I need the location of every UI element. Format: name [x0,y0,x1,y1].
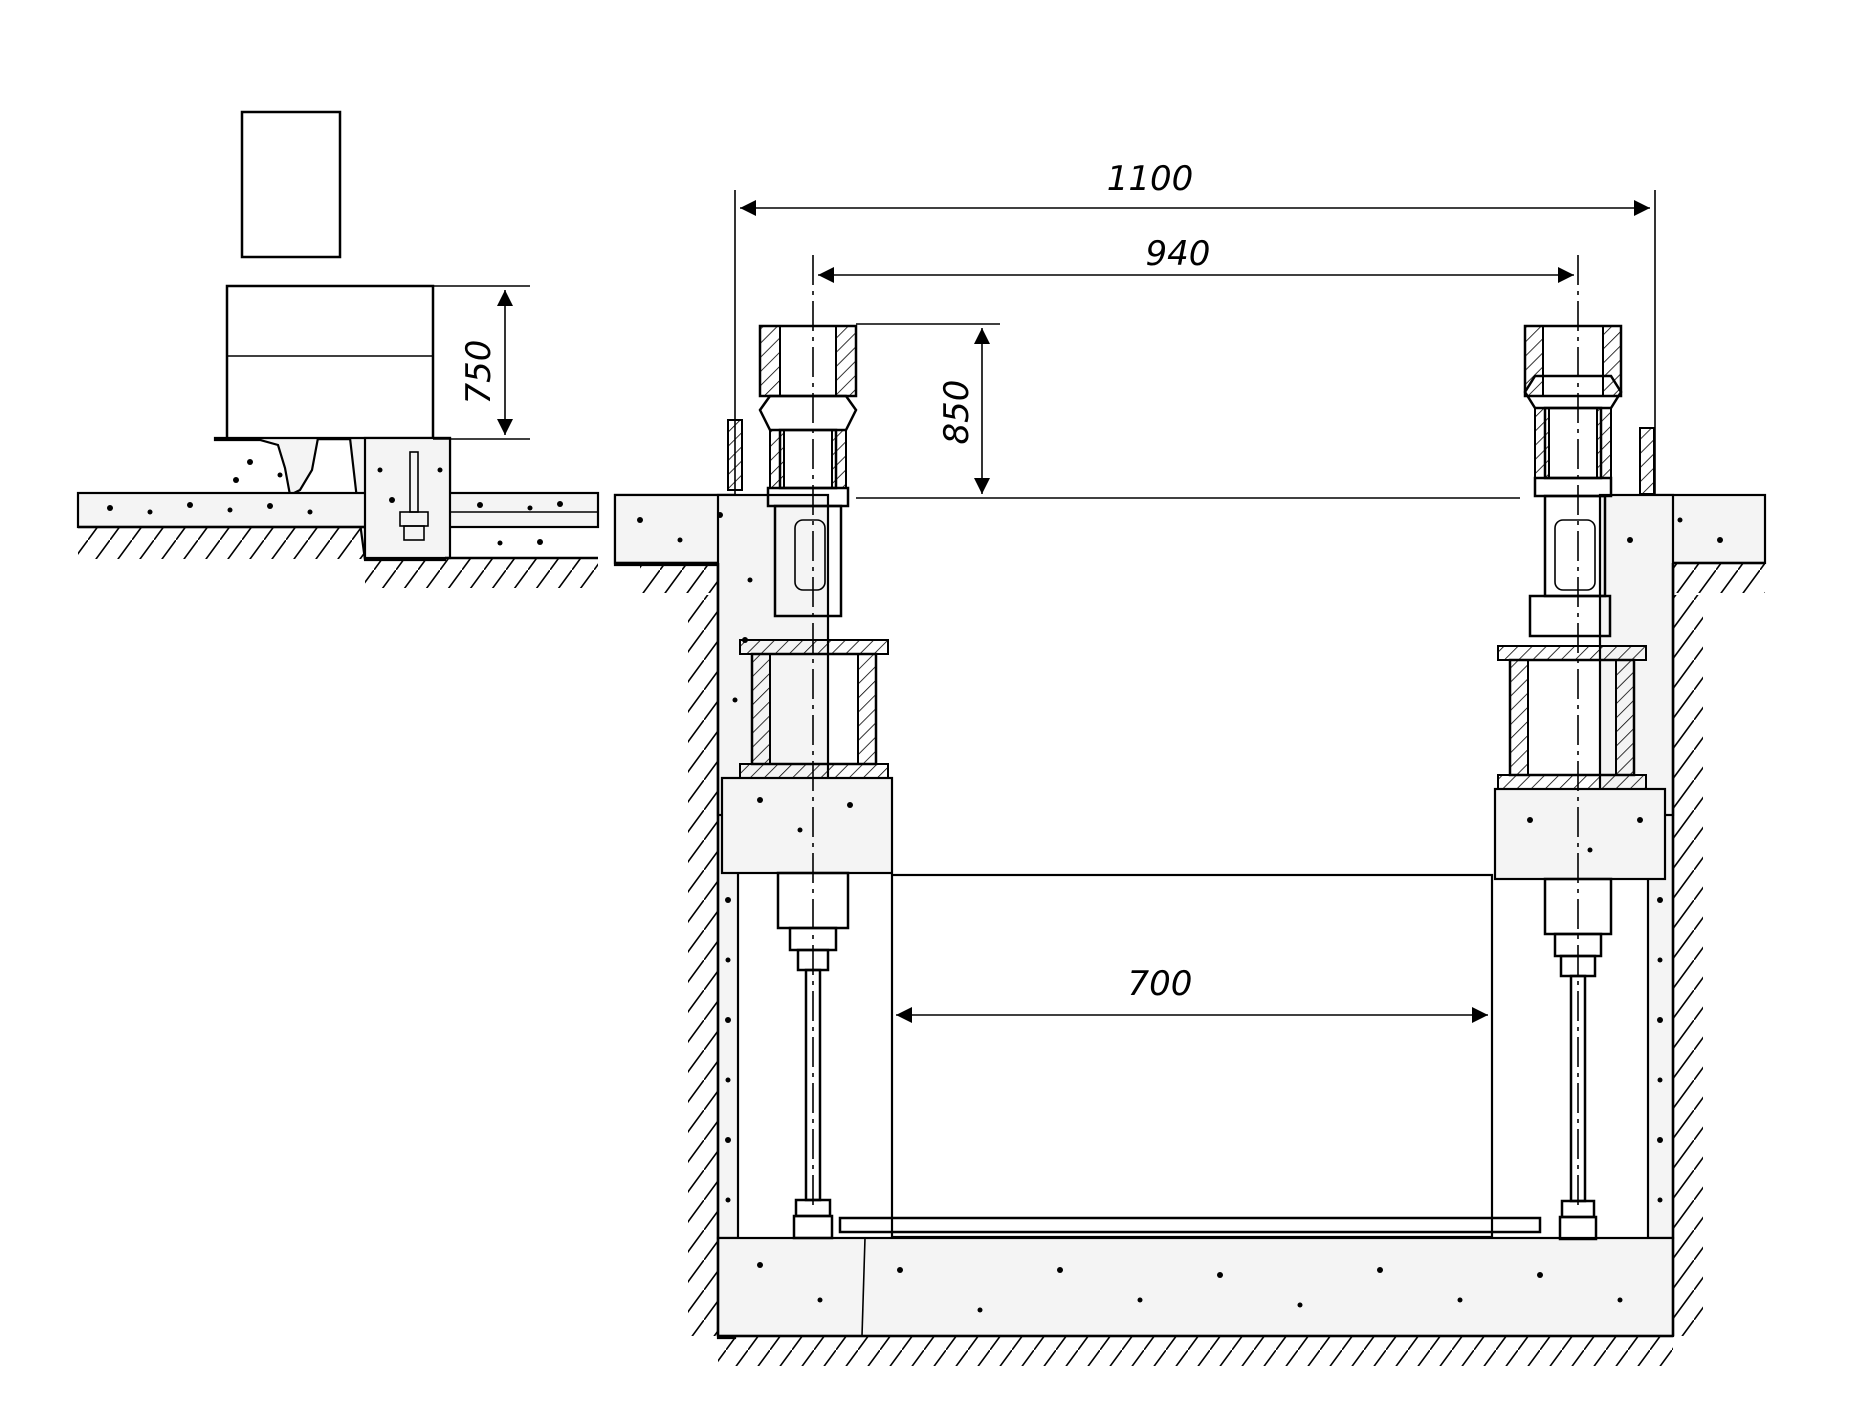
pit-section: 1100 940 850 700 [613,159,1767,1366]
side-upper-box [240,110,342,259]
dim-940-label: 940 [1146,234,1211,274]
side-aggregate [107,459,563,546]
dim-700-label: 700 [1128,964,1193,1004]
left-surface-slab [613,493,737,565]
dim-750-label: 750 [459,340,499,405]
dim-850-label: 850 [937,380,977,445]
side-soil-hatch [78,525,598,588]
side-view: 750 [76,110,600,588]
bottom-pipe [838,1216,1542,1234]
left-lift-column [720,255,894,1240]
side-pit [363,436,452,560]
inner-pit-void [890,873,1494,1239]
pit-soil-hatch [615,561,1765,1366]
side-floor-slab [76,491,600,529]
right-lift-column [1493,255,1667,1241]
side-body-box [225,284,435,441]
dim-1100-label: 1100 [1107,159,1194,199]
pit-aggregate [637,512,1723,1313]
pit-floor-slab [716,1236,1675,1338]
